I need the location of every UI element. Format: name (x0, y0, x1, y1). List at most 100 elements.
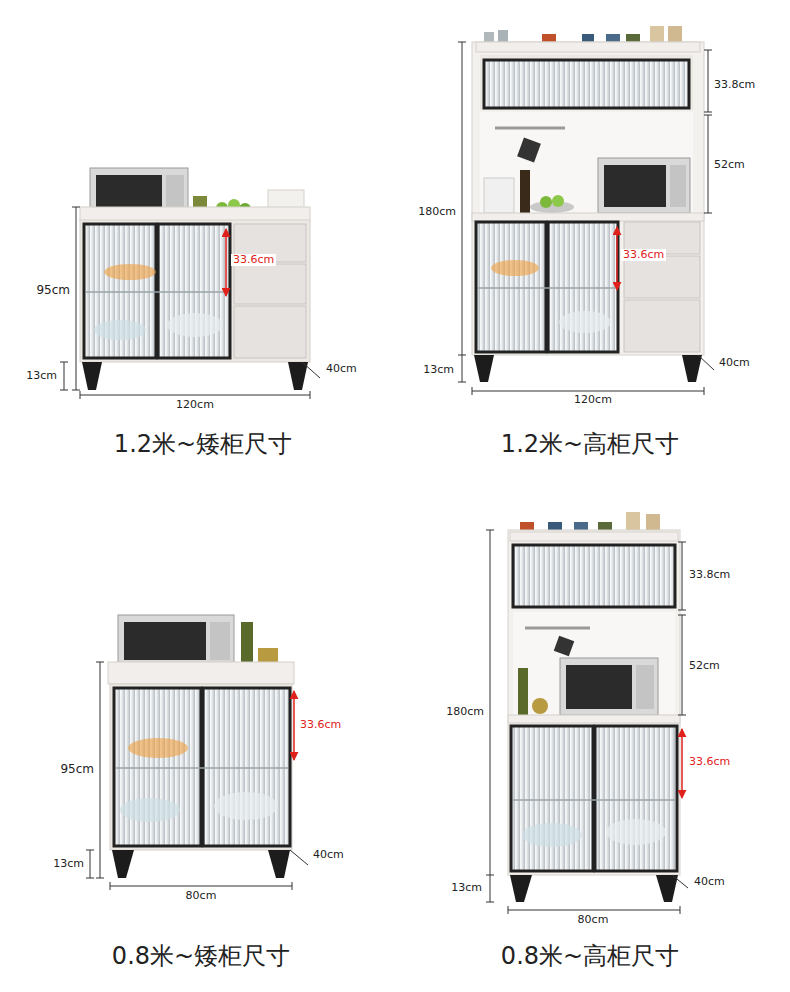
high-cabinet-wide-part (491, 260, 539, 276)
dimension-label: 80cm (184, 890, 219, 903)
dimension-label: 40cm (692, 876, 727, 889)
dimension-label: 52cm (687, 660, 722, 673)
low-cabinet-wide-part (80, 220, 310, 362)
high-cabinet-wide-part (478, 287, 616, 289)
dimension-line (458, 42, 714, 395)
high-cabinet-narrow-part (522, 823, 582, 847)
high-cabinet-narrow-part (595, 726, 677, 871)
low-cabinet-wide-part (82, 362, 102, 390)
high-cabinet-wide-part (484, 32, 494, 42)
dimension-label: 40cm (324, 363, 359, 376)
dimension-line-part (458, 382, 466, 383)
dimension-label: 95cm (34, 284, 72, 298)
high-cabinet-wide-part (606, 34, 620, 42)
low-cabinet-wide-part (167, 313, 223, 337)
dimension-line-part (76, 207, 77, 390)
dimension-line-part (682, 615, 683, 715)
high-cabinet-wide-part (624, 300, 700, 352)
high-cabinet-narrow-part (532, 698, 548, 714)
caption: 1.2米~矮柜尺寸 (112, 431, 294, 459)
dimension-line-part (86, 878, 94, 879)
high-cabinet-wide-part (540, 196, 552, 208)
dimension-line-part (472, 391, 704, 392)
dimension-line-part (72, 207, 80, 208)
dimension-line-part (110, 882, 111, 890)
low-cabinet-wide-part (234, 306, 306, 358)
high-cabinet-narrow-part (656, 875, 678, 902)
high-cabinet-narrow-part (513, 799, 675, 801)
red-arrow (681, 729, 683, 798)
dimension-label: 33.8cm (712, 79, 757, 92)
dimension-line-part (680, 906, 681, 914)
dimension-label: 33.6cm (687, 756, 732, 769)
high-cabinet-narrow-part (626, 512, 640, 532)
high-cabinet-narrow-part (508, 715, 680, 723)
low-cabinet-narrow-part (214, 792, 278, 820)
dimension-line-part (672, 875, 688, 888)
high-cabinet-wide-part (559, 311, 611, 333)
dimension-label: 33.8cm (687, 569, 732, 582)
low-cabinet-narrow-part (108, 662, 294, 684)
high-cabinet-wide-part (604, 165, 666, 207)
dimension-line-part (458, 42, 466, 43)
dimension-line-part (110, 886, 292, 887)
dimension-line-part (508, 906, 509, 914)
high-cabinet-narrow-part (508, 530, 680, 875)
high-cabinet-wide-part (484, 60, 689, 108)
dimension-line-part (72, 390, 80, 391)
low-cabinet-wide-part (288, 362, 308, 390)
dimension-line-part (96, 878, 104, 879)
dimension-line-part (704, 112, 712, 113)
high-cabinet-wide-part (480, 55, 693, 110)
low-cabinet-narrow-part (112, 850, 134, 878)
high-cabinet-narrow-part (525, 627, 590, 630)
dimension-label: 180cm (444, 706, 486, 719)
dimension-line-part (708, 115, 709, 213)
dimension-line-part (90, 850, 91, 878)
dimension-label: 40cm (717, 357, 752, 370)
high-cabinet-wide-part (520, 170, 530, 213)
red-arrow (225, 229, 227, 296)
dimension-label: 13cm (449, 882, 484, 895)
high-cabinet-narrow-part (566, 665, 632, 709)
high-cabinet-narrow-part (510, 875, 532, 902)
dimension-label: 13cm (51, 858, 86, 871)
high-cabinet-wide-part (682, 355, 702, 382)
dimension-label: 52cm (712, 159, 747, 172)
dimension-line-part (458, 355, 466, 356)
high-cabinet-narrow-part (510, 532, 678, 541)
dimension-line (486, 530, 688, 914)
dimension-label: 120cm (572, 394, 614, 407)
dimension-line-part (472, 387, 473, 395)
dimension-line-part (292, 882, 293, 890)
dimension-line-part (508, 910, 680, 911)
dimension-label: 13cm (421, 364, 456, 377)
dimension-line-part (678, 615, 686, 616)
dimension-line-part (704, 387, 705, 395)
caption: 0.8米~高柜尺寸 (499, 943, 681, 971)
high-cabinet-wide-part (484, 178, 514, 213)
dimension-line-part (100, 662, 101, 878)
dimension-line (60, 207, 320, 399)
high-cabinet-narrow-part (646, 514, 660, 532)
low-cabinet-wide-part (234, 264, 306, 304)
high-cabinet-wide-part (517, 138, 541, 163)
high-cabinet-narrow-part (606, 819, 666, 845)
dimension-label: 40cm (311, 849, 346, 862)
caption: 1.2米~高柜尺寸 (499, 431, 681, 459)
dimension-line-part (704, 213, 712, 214)
high-cabinet-wide-part (472, 42, 704, 355)
low-cabinet-narrow (108, 615, 294, 878)
dimension-line-part (86, 850, 94, 851)
high-cabinet-wide-part (624, 256, 700, 298)
low-cabinet-narrow-part (128, 738, 188, 758)
red-arrow (293, 691, 295, 760)
low-cabinet-narrow-part (203, 688, 290, 846)
high-cabinet-wide-part (650, 26, 664, 42)
low-cabinet-narrow-part (118, 615, 234, 667)
low-cabinet-narrow-part (124, 622, 206, 660)
low-cabinet-narrow-part (120, 798, 180, 822)
high-cabinet-wide (472, 26, 704, 382)
dimension-line-part (80, 395, 310, 396)
